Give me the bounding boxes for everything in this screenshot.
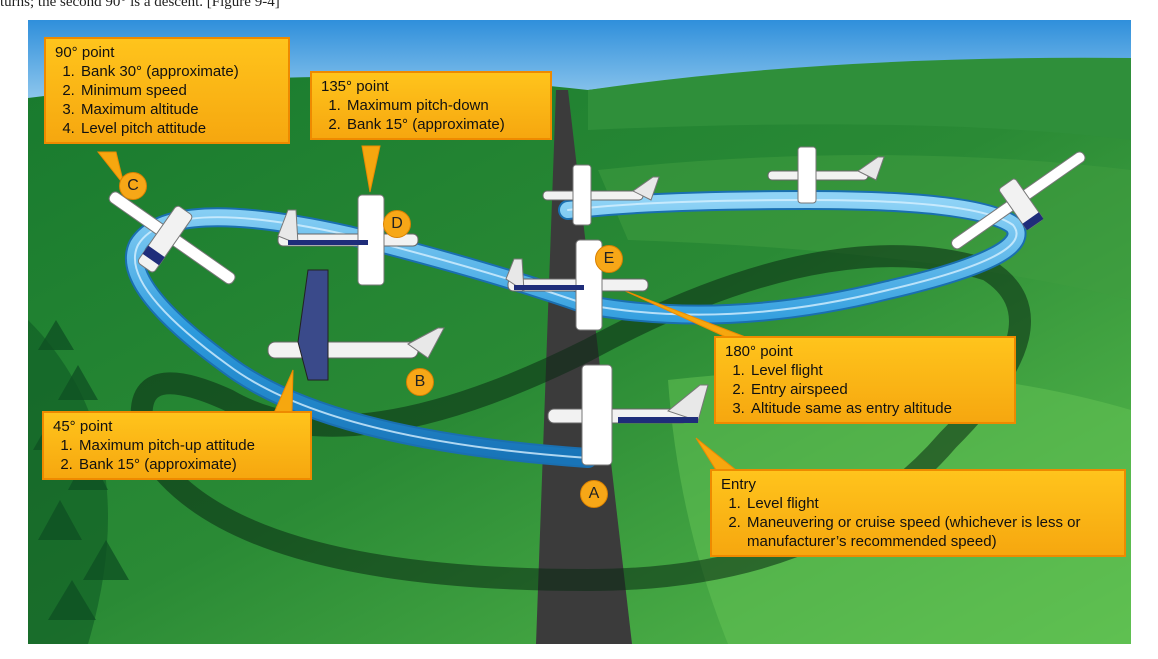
callout-title: 180° point <box>725 343 793 360</box>
callout-list: Level flight Maneuvering or cruise speed… <box>721 494 1115 551</box>
callout-list: Maximum pitch-up attitude Bank 15° (appr… <box>53 436 301 474</box>
point-letter-c: C <box>119 172 147 200</box>
callout-item: Altitude same as entry altitude <box>749 399 1005 418</box>
field-band-left <box>28 320 108 644</box>
callout-135-point: 135° point Maximum pitch-down Bank 15° (… <box>310 71 552 140</box>
airplane-e <box>505 239 649 331</box>
callout-item: Minimum speed <box>79 81 279 100</box>
distant-hill <box>588 57 1131 141</box>
callout-title: Entry <box>721 476 757 493</box>
pointer-d <box>361 145 381 193</box>
callout-45-point: 45° point Maximum pitch-up attitude Bank… <box>42 411 312 480</box>
callout-list: Level flight Entry airspeed Altitude sam… <box>725 361 1005 418</box>
callout-list: Bank 30° (approximate) Minimum speed Max… <box>55 62 279 138</box>
callout-item: Maneuvering or cruise speed (whichever i… <box>745 513 1115 551</box>
callout-90-point: 90° point Bank 30° (approximate) Minimum… <box>44 37 290 144</box>
callout-item: Bank 15° (approximate) <box>345 115 541 134</box>
callout-item: Maximum pitch-down <box>345 96 541 115</box>
airplane-c <box>108 191 236 285</box>
callout-item: Level pitch attitude <box>79 119 279 138</box>
airplane-a <box>547 364 709 466</box>
callout-title: 135° point <box>321 78 389 95</box>
airplane-far-1 <box>542 164 660 226</box>
airplane-far-2 <box>767 146 885 204</box>
point-letter-e: E <box>595 245 623 273</box>
callout-item: Level flight <box>749 361 1005 380</box>
caption: turns; the second 90° is a descent. [Fig… <box>0 0 280 10</box>
callout-180-point: 180° point Level flight Entry airspeed A… <box>714 336 1016 424</box>
callout-list: Maximum pitch-down Bank 15° (approximate… <box>321 96 541 134</box>
point-letter-d: D <box>383 210 411 238</box>
callout-item: Maximum altitude <box>79 100 279 119</box>
airplane-d <box>277 194 419 286</box>
callout-item: Entry airspeed <box>749 380 1005 399</box>
point-letter-b: B <box>406 368 434 396</box>
callout-entry: Entry Level flight Maneuvering or cruise… <box>710 469 1126 557</box>
callout-item: Bank 30° (approximate) <box>79 62 279 81</box>
callout-item: Level flight <box>745 494 1115 513</box>
callout-title: 45° point <box>53 418 113 435</box>
callout-title: 90° point <box>55 44 115 61</box>
point-letter-a: A <box>580 480 608 508</box>
callout-item: Bank 15° (approximate) <box>77 455 301 474</box>
airplane-far-3 <box>951 151 1086 250</box>
airplane-b <box>267 269 445 381</box>
callout-item: Maximum pitch-up attitude <box>77 436 301 455</box>
lazy-eight-scene: C D E B A 90° point Bank 30° (approximat… <box>28 20 1131 644</box>
pointer-c <box>96 151 125 186</box>
